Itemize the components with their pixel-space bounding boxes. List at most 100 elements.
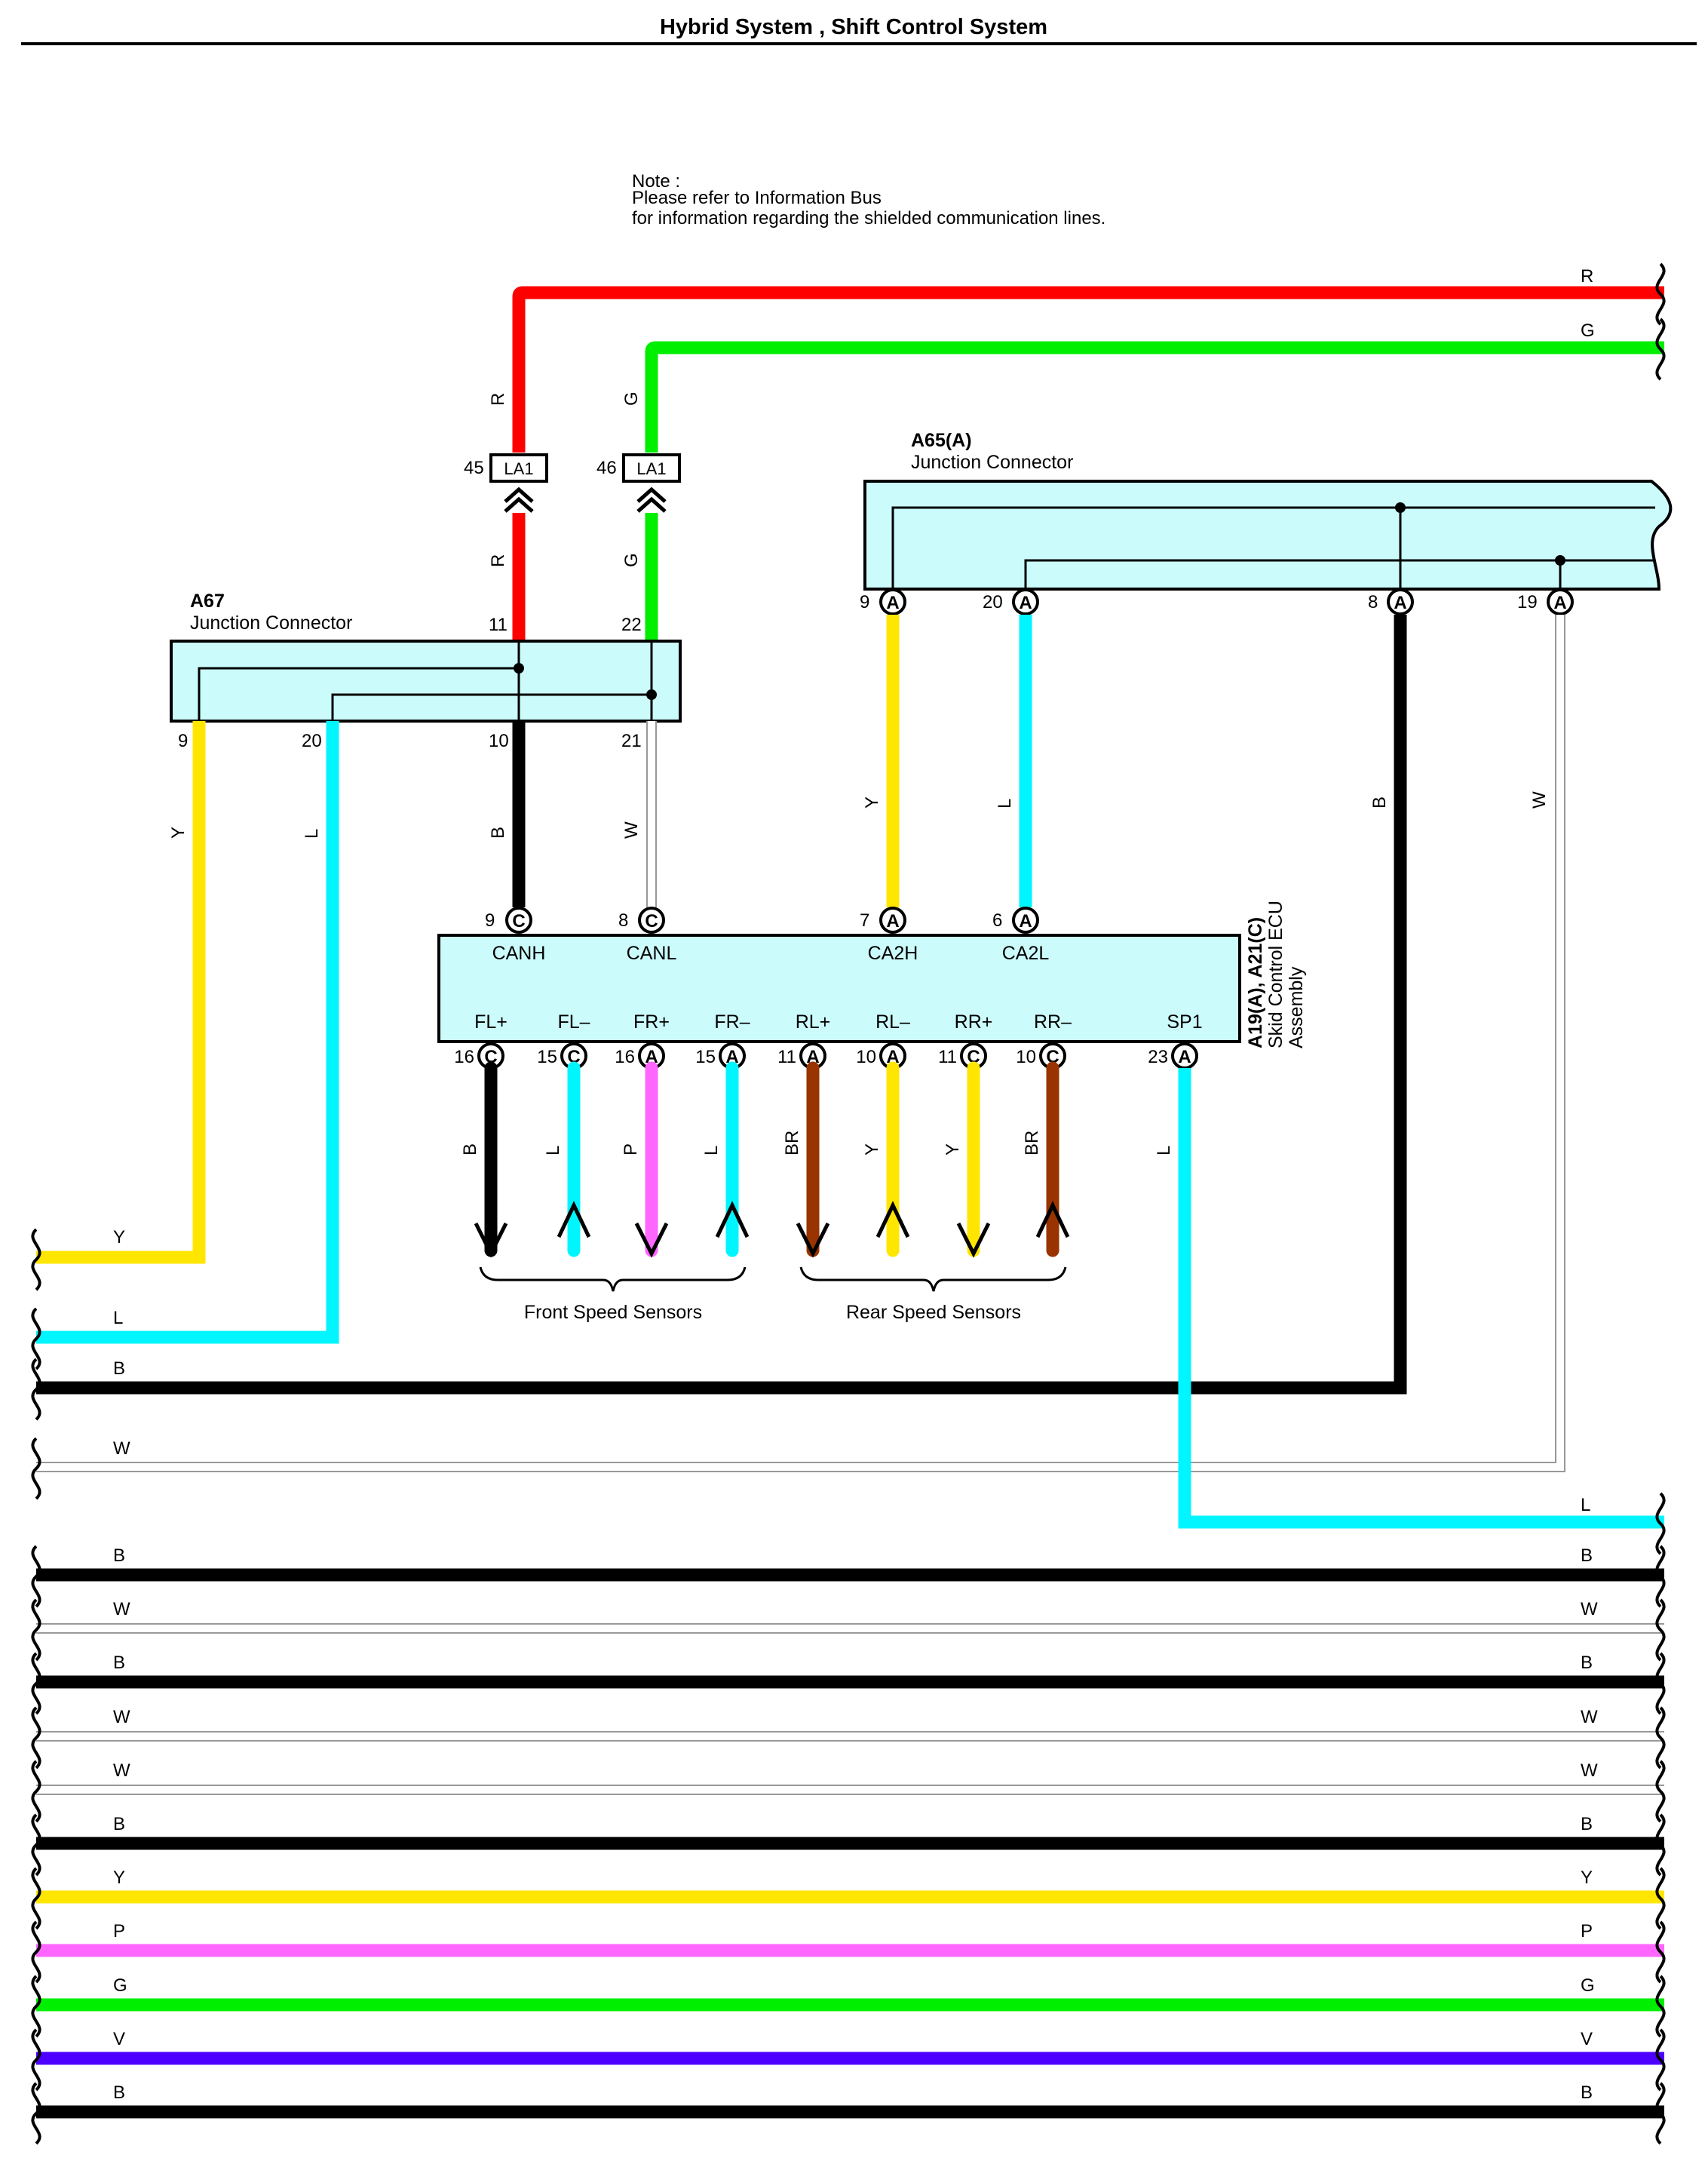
left-label-l: L — [113, 1308, 123, 1328]
note: Note : Please refer to Information Bus f… — [632, 171, 1105, 229]
g-label-upper: G — [621, 391, 642, 406]
bus-label-left: W — [113, 1707, 130, 1727]
arrow-up-icon — [1035, 1201, 1070, 1238]
ecu-pin: 15 — [537, 1047, 557, 1067]
bus-label-right: W — [1581, 1599, 1598, 1619]
ecu-terminal-ca2l: 6 A CA2L — [992, 907, 1050, 964]
break-mark — [31, 1867, 41, 1930]
ecu-terminal-canh: 9 C CANH — [485, 907, 546, 964]
sensor-wire-label: L — [701, 1146, 722, 1156]
ecu-pin: 7 — [860, 910, 869, 931]
sensor-wire-label: Y — [943, 1143, 963, 1156]
ecu-term-name: SP1 — [1167, 1011, 1202, 1033]
ecu-letter: C — [1046, 1047, 1059, 1067]
ecu-letter: C — [645, 911, 658, 931]
ecu-terminal-ca2h: 7 A CA2H — [860, 907, 918, 964]
bus-label-left: B — [113, 2082, 125, 2103]
break-mark — [1655, 2028, 1666, 2092]
bus-label-right: B — [1581, 1814, 1593, 1834]
inline-connector-45: 45 LA1 — [464, 453, 548, 513]
ecu-letter: A — [725, 1047, 738, 1067]
arrow-down-icon — [956, 1222, 991, 1258]
bus-label-left: Y — [113, 1868, 125, 1888]
a65-terminal-8: 8 A — [1368, 588, 1414, 615]
sensor-wire-label: L — [543, 1146, 563, 1156]
wire-g-top — [645, 341, 1664, 453]
inline-pin-45: 45 — [464, 458, 484, 478]
inline-connector-46: 46 LA1 — [596, 453, 681, 513]
l-label-ca2l: L — [995, 799, 1015, 809]
ecu-term-name: CANH — [492, 943, 546, 964]
rear-speed-sensors-brace: Rear Speed Sensors — [799, 1266, 1067, 1323]
break-mark — [1655, 1652, 1666, 1715]
l-label-a67: L — [302, 829, 322, 839]
left-break-marks — [31, 1228, 41, 1500]
break-mark-r — [1655, 262, 1666, 326]
wire-b-a65 — [36, 615, 1407, 1395]
ecu-id: A19(A), A21(C) — [1245, 917, 1266, 1048]
ecu-pin: 10 — [856, 1047, 876, 1067]
y-label-a67: Y — [168, 827, 189, 839]
ecu-letter: A — [886, 1047, 899, 1067]
ecu-term-name: CA2L — [1002, 943, 1050, 964]
left-label-y: Y — [113, 1227, 125, 1248]
rear-speed-sensors-label: Rear Speed Sensors — [846, 1302, 1021, 1323]
a65-pin-20: 20 — [983, 592, 1003, 612]
chevron-icon — [504, 486, 534, 513]
break-mark — [31, 1652, 41, 1715]
y-label-ca2h: Y — [862, 796, 882, 809]
b-label-canh: B — [488, 827, 508, 839]
break-mark — [1655, 1598, 1666, 1662]
front-speed-sensors-label: Front Speed Sensors — [524, 1302, 702, 1323]
junction-connector-a65: A65(A) Junction Connector — [863, 430, 1673, 591]
a67-pin-22: 22 — [621, 615, 642, 635]
a65-pin-9: 9 — [860, 592, 869, 612]
ecu-letter: C — [512, 911, 525, 931]
ecu-term-name: RR– — [1034, 1011, 1072, 1033]
a65-terminal-9: 9 A — [860, 588, 906, 615]
bus-label-right: G — [1581, 1975, 1595, 1996]
inline-pin-46: 46 — [596, 458, 617, 478]
bus-label-left: B — [113, 1653, 125, 1673]
break-mark — [1655, 1760, 1666, 1823]
break-mark — [31, 1760, 41, 1823]
w-label-a65: W — [1529, 791, 1550, 809]
l-label-sp1: L — [1154, 1146, 1174, 1156]
bus-label-right: W — [1581, 1707, 1598, 1727]
arrow-down-icon — [634, 1222, 669, 1258]
break-mark — [31, 2028, 41, 2092]
bus-label-left: B — [113, 1545, 125, 1566]
ecu-pin: 16 — [454, 1047, 474, 1067]
ecu-letter: C — [967, 1047, 980, 1067]
a67-id: A67 — [190, 591, 225, 612]
a67-pin-11: 11 — [489, 615, 507, 635]
ecu-letter: A — [806, 1047, 819, 1067]
bus-label-left: P — [113, 1921, 125, 1941]
a65-letter-8: A — [1394, 593, 1406, 613]
arrow-up-icon — [557, 1201, 591, 1238]
bus-label-right: B — [1581, 1653, 1593, 1673]
chevron-icon — [636, 486, 667, 513]
ecu-letter: A — [886, 911, 899, 931]
a65-name: Junction Connector — [911, 452, 1073, 473]
a65-pin-19: 19 — [1517, 592, 1538, 612]
break-mark — [31, 1545, 41, 1608]
break-mark — [1655, 1920, 1666, 1984]
ecu-term-name: RL– — [875, 1011, 910, 1033]
ecu-name-line2: Assembly — [1286, 966, 1307, 1048]
